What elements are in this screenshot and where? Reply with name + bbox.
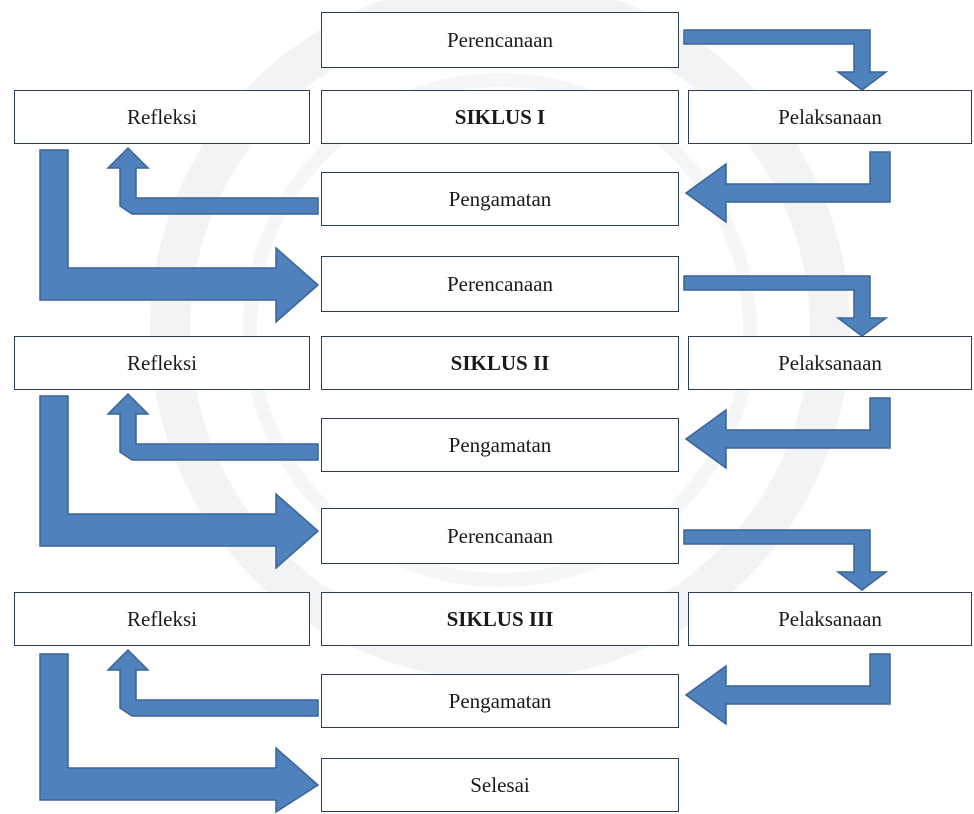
cycle-title-2: SIKLUS II [321,336,679,390]
action-box-3: Pelaksanaan [688,592,972,646]
end-box: Selesai [321,758,679,812]
arrow-reflection-to-end [39,653,320,814]
arrow-planning-to-action-1 [683,29,889,91]
arrow-action-to-observation-3 [684,653,891,726]
cycle-title-3: SIKLUS III [321,592,679,646]
action-box-2: Pelaksanaan [688,336,972,390]
arrow-planning-to-action-3 [683,529,889,591]
reflection-box-3: Refleksi [14,592,310,646]
arrow-reflection-to-planning-2 [39,149,320,324]
reflection-box-1: Refleksi [14,90,310,144]
arrow-action-to-observation-1 [684,151,891,224]
arrow-planning-to-action-2 [683,275,889,337]
observation-box-1: Pengamatan [321,172,679,226]
arrow-reflection-to-planning-3 [39,395,320,570]
action-box-1: Pelaksanaan [688,90,972,144]
planning-box-1: Perencanaan [321,12,679,68]
reflection-box-2: Refleksi [14,336,310,390]
observation-box-2: Pengamatan [321,418,679,472]
arrow-action-to-observation-2 [684,397,891,470]
arrow-observation-to-reflection-3 [106,648,319,717]
planning-box-3: Perencanaan [321,508,679,564]
arrow-observation-to-reflection-2 [106,392,319,461]
planning-box-2: Perencanaan [321,256,679,312]
arrow-observation-to-reflection-1 [106,146,319,215]
observation-box-3: Pengamatan [321,674,679,728]
cycle-title-1: SIKLUS I [321,90,679,144]
